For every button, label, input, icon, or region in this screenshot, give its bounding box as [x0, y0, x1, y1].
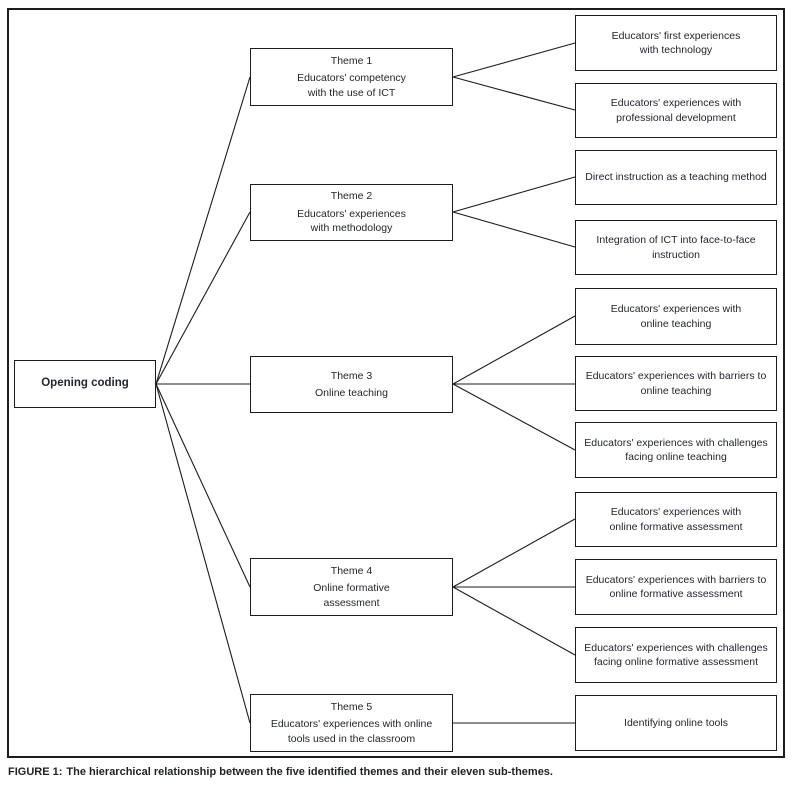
subtheme-node-ict-integration: Integration of ICT into face-to-face ins…: [575, 220, 777, 275]
theme-3-label: Online teaching: [315, 387, 388, 399]
subtheme-node-identifying-online-tools: Identifying online tools: [575, 695, 777, 751]
connector-line: [452, 176, 576, 213]
theme-5-title: Theme 5: [330, 700, 373, 713]
root-node-label: Opening coding: [41, 377, 129, 390]
figure-caption-text: The hierarchical relationship between th…: [66, 766, 553, 778]
subtheme-label: Educators' experiences with barriers to …: [585, 370, 767, 397]
figure-border: [7, 8, 785, 758]
root-node-opening-coding: Opening coding: [14, 360, 156, 408]
subtheme-node-barriers-online-teaching: Educators' experiences with barriers to …: [575, 356, 777, 411]
subtheme-node-challenges-online-teaching: Educators' experiences with challenges f…: [575, 422, 777, 478]
theme-4-title: Theme 4: [330, 564, 373, 577]
connector-line: [155, 76, 251, 385]
theme-1-label: Educators' competency with the use of IC…: [297, 72, 406, 99]
subtheme-label: Educators' experiences with challenges f…: [584, 436, 768, 463]
connector-line: [155, 211, 251, 385]
subtheme-label: Educators' experiences with online forma…: [609, 506, 743, 533]
theme-5-node: Theme 5 Educators' experiences with onli…: [250, 694, 453, 752]
connector-line: [452, 586, 576, 656]
theme-5-label: Educators' experiences with online tools…: [270, 718, 433, 745]
subtheme-node-barriers-formative-assessment: Educators' experiences with barriers to …: [575, 559, 777, 615]
subtheme-node-online-teaching: Educators' experiences with online teach…: [575, 288, 777, 345]
connector-line: [452, 383, 576, 451]
theme-1-node: Theme 1 Educators' competency with the u…: [250, 48, 453, 106]
figure-caption-label: FIGURE 1:: [8, 766, 63, 778]
connector-line: [452, 518, 576, 588]
connector-line: [452, 76, 576, 111]
subtheme-label: Educators' experiences with barriers to …: [585, 573, 767, 600]
subtheme-node-online-formative-assessment: Educators' experiences with online forma…: [575, 492, 777, 547]
connector-line: [155, 383, 251, 588]
subtheme-node-challenges-formative-assessment: Educators' experiences with challenges f…: [575, 627, 777, 683]
subtheme-label: Integration of ICT into face-to-face ins…: [596, 234, 756, 261]
theme-3-title: Theme 3: [330, 369, 373, 382]
subtheme-label: Direct instruction as a teaching method: [585, 171, 767, 184]
figure-caption: FIGURE 1:The hierarchical relationship b…: [8, 765, 788, 779]
connector-line: [452, 315, 576, 385]
connector-line: [452, 42, 576, 78]
subtheme-label: Educators' experiences with professional…: [610, 97, 742, 124]
theme-4-node: Theme 4 Online formative assessment: [250, 558, 453, 616]
connector-line: [155, 383, 251, 724]
subtheme-node-professional-development: Educators' experiences with professional…: [575, 83, 777, 138]
theme-2-title: Theme 2: [330, 190, 373, 203]
subtheme-label: Educators' first experiences with techno…: [611, 29, 741, 56]
theme-2-node: Theme 2 Educators' experiences with meth…: [250, 184, 453, 241]
theme-1-title: Theme 1: [330, 54, 373, 67]
subtheme-node-first-experiences-technology: Educators' first experiences with techno…: [575, 15, 777, 71]
subtheme-node-direct-instruction: Direct instruction as a teaching method: [575, 150, 777, 205]
subtheme-label: Identifying online tools: [624, 716, 728, 729]
theme-3-node: Theme 3 Online teaching: [250, 356, 453, 413]
connector-line: [452, 211, 576, 248]
subtheme-label: Educators' experiences with online teach…: [610, 303, 742, 330]
subtheme-label: Educators' experiences with challenges f…: [584, 641, 768, 668]
theme-4-label: Online formative assessment: [313, 582, 390, 609]
theme-2-label: Educators' experiences with methodology: [297, 207, 406, 235]
